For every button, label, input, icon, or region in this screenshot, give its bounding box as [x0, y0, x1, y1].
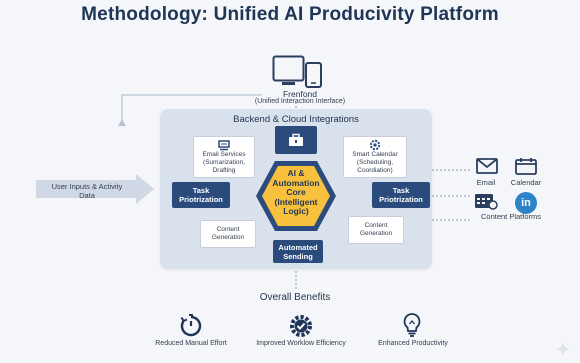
sparkle-icon [556, 342, 570, 356]
content-generation-right: Content Generation [348, 216, 404, 244]
ai-core-label: AI & Automation Core (Intelligent Logic) [262, 168, 330, 217]
cloud-integration-box [275, 126, 317, 154]
content-platform-icon [475, 194, 498, 210]
email-services-card: Email Services (Sumarization, Drafting [193, 136, 255, 178]
ai-core-line-4: (Intelligent [274, 196, 318, 207]
email-icon [476, 158, 498, 174]
calendar-label: Calendar [510, 178, 542, 187]
lightbulb-icon [403, 313, 421, 337]
email-services-detail: (Sumarization, Drafting [203, 158, 245, 174]
frontend-devices-icon [272, 55, 326, 94]
content-generation-left: Content Generation [200, 220, 256, 248]
page-title: Methodology: Unified AI Producivity Plat… [81, 4, 499, 25]
smart-calendar-detail: (Scheduling, Coordiation) [356, 159, 394, 174]
benefit-improved-workflow-efficiency: Improved Worklow Efficiency [256, 340, 346, 347]
briefcase-icon [289, 133, 303, 146]
benefits-title: Overall Benefits [259, 292, 331, 303]
ai-core-line-2: Automation [272, 177, 320, 188]
gear-check-icon [290, 315, 312, 337]
ai-core-line-1: AI & [287, 168, 305, 178]
stopwatch-icon [180, 314, 202, 337]
task-prioritization-left: Task Priotrization [172, 182, 230, 208]
email-services-title: Email Services [202, 150, 246, 158]
content-platforms-label: Content Platforms [480, 212, 542, 221]
automated-sending-box: Automated Sending [273, 240, 323, 263]
ai-core-line-5: Logic) [283, 206, 309, 216]
smart-calendar-card: Smart Calendar (Scheduling, Coordiation) [343, 136, 407, 178]
frontend-sublabel: (Unified Interaction Interface) [254, 98, 346, 105]
task-prioritization-right: Task Priotrization [372, 182, 430, 208]
content-generation-right-label: Content Generation [359, 222, 393, 237]
ai-core-hexagon [256, 161, 336, 231]
email-server-icon [218, 139, 230, 150]
benefit-reduced-manual-effort: Reduced Manual Effort [155, 340, 227, 347]
ai-core-line-3: Core [286, 187, 306, 197]
email-label: Email [476, 178, 496, 187]
frontend-label: Frenfond [282, 89, 318, 99]
gear-icon [369, 139, 381, 151]
smart-calendar-title: Smart Calendar [352, 151, 398, 158]
benefit-enhanced-productivity: Enhanced Productivity [378, 340, 448, 347]
user-inputs-label: User Inputs & Activity Data [51, 182, 123, 200]
backend-title: Backend & Cloud Integrations [233, 114, 359, 125]
linkedin-icon: in [515, 192, 537, 214]
content-generation-left-label: Content Generation [211, 226, 245, 241]
calendar-icon [515, 158, 537, 175]
